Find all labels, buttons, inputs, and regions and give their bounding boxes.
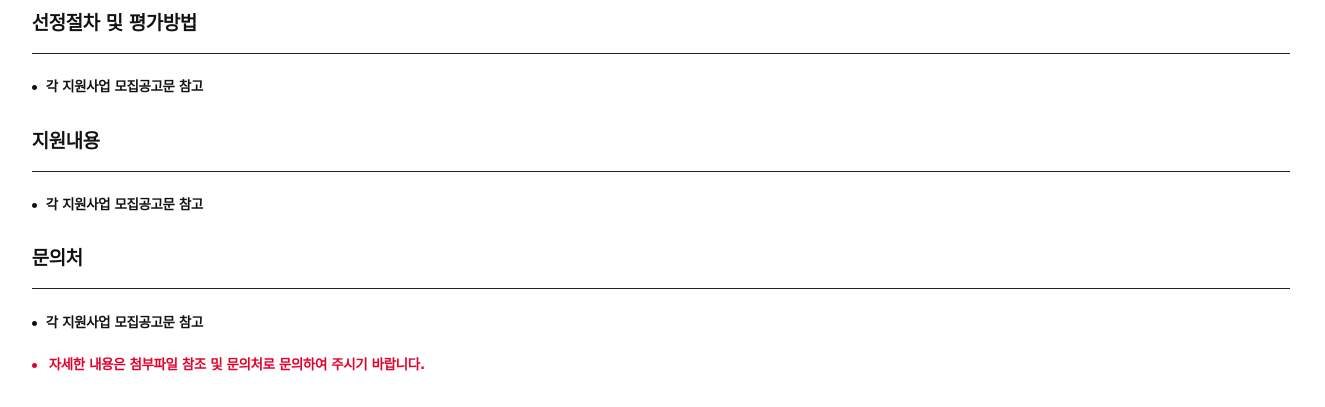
list-item: 각 지원사업 모집공고문 참고	[32, 314, 204, 332]
section-title-contact: 문의처	[32, 247, 83, 269]
section-title-selection: 선정절차 및 평가방법	[32, 12, 198, 34]
divider	[32, 171, 1290, 172]
divider	[32, 53, 1290, 54]
list-item: 각 지원사업 모집공고문 참고	[32, 78, 204, 96]
bullet-icon	[32, 362, 37, 368]
bullet-icon	[32, 84, 37, 90]
bullet-icon	[32, 320, 37, 326]
notice-text: 자세한 내용은 첨부파일 참조 및 문의처로 문의하여 주시기 바랍니다.	[32, 356, 425, 374]
list-item: 각 지원사업 모집공고문 참고	[32, 196, 204, 214]
bullet-icon	[32, 202, 37, 208]
divider	[32, 288, 1290, 289]
section-title-support: 지원내용	[32, 130, 100, 152]
